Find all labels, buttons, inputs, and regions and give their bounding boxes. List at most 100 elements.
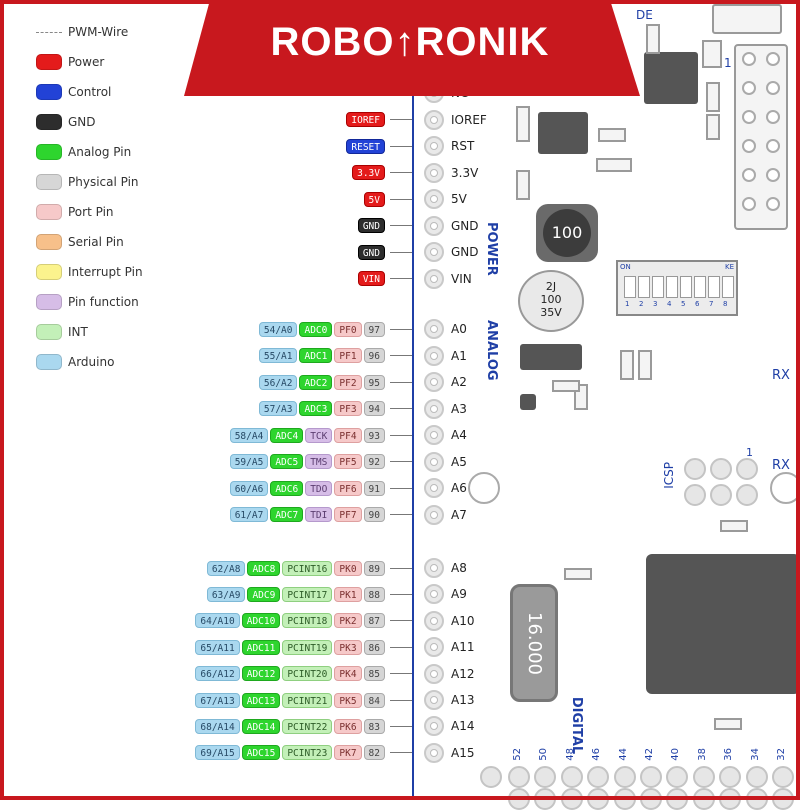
digital-pin[interactable] — [613, 788, 636, 810]
pin-tag-arduino: 56/A2 — [258, 374, 298, 390]
digital-pin[interactable] — [613, 766, 636, 788]
digital-pin[interactable] — [640, 766, 662, 788]
dip-toggle[interactable] — [722, 276, 734, 298]
header-pin[interactable] — [424, 345, 444, 366]
header-pin-label: A3 — [451, 401, 467, 416]
header-pin[interactable] — [424, 584, 444, 605]
icsp-pin[interactable] — [736, 458, 758, 480]
header-pin[interactable] — [424, 319, 444, 339]
leader-line — [390, 514, 412, 515]
icsp-pin[interactable] — [684, 484, 706, 506]
leader-line — [390, 752, 412, 754]
dip-toggle[interactable] — [652, 276, 664, 298]
pin-tag-analog: ADC7 — [270, 507, 304, 522]
header-pin[interactable] — [424, 478, 444, 498]
icsp-pin[interactable] — [710, 458, 732, 480]
digital-pin[interactable] — [772, 766, 794, 788]
digital-pin[interactable] — [745, 766, 768, 788]
pin-tag-arduino: 69/A15 — [195, 745, 240, 761]
header-pin[interactable] — [424, 504, 444, 525]
header-pin[interactable] — [424, 451, 444, 472]
header-pin[interactable] — [424, 189, 444, 209]
header-hole — [766, 52, 780, 66]
pin-tag-arduino: 58/A4 — [229, 427, 269, 443]
digital-pin[interactable] — [508, 766, 530, 788]
pin-tag-phys: 85 — [363, 666, 385, 682]
smd-component — [596, 158, 632, 172]
header-pin[interactable] — [424, 109, 444, 130]
digital-pin[interactable] — [666, 788, 689, 810]
digital-pin[interactable] — [560, 788, 583, 810]
header-pin[interactable] — [424, 690, 444, 710]
pin-tag-analog: ADC13 — [241, 692, 281, 708]
header-pin[interactable] — [424, 398, 444, 419]
dip-toggle[interactable] — [638, 276, 650, 298]
header-pin[interactable] — [424, 162, 444, 183]
header-pin[interactable] — [424, 742, 444, 763]
digital-pin[interactable] — [587, 766, 610, 788]
digital-pin[interactable] — [480, 766, 502, 788]
digital-pin[interactable] — [745, 788, 768, 810]
icsp-pin[interactable] — [684, 458, 706, 480]
digital-pin[interactable] — [534, 788, 557, 810]
header-pin[interactable] — [424, 716, 444, 737]
legend-label: Control — [68, 85, 112, 99]
legend-swatch — [36, 144, 62, 160]
dip-toggle[interactable] — [708, 276, 720, 298]
digital-pin[interactable] — [666, 766, 689, 788]
digital-pin[interactable] — [560, 766, 583, 788]
header-pin[interactable] — [424, 268, 444, 289]
digital-pin[interactable] — [772, 788, 794, 810]
smd-component — [702, 40, 722, 68]
pin-tag-int: PCINT20 — [282, 666, 333, 682]
icsp-pin[interactable] — [710, 484, 732, 506]
header-pin[interactable] — [424, 136, 444, 156]
digital-pin[interactable] — [508, 788, 530, 810]
legend-swatch — [36, 324, 62, 340]
dip-toggle[interactable] — [680, 276, 692, 298]
header-pin[interactable] — [424, 425, 444, 445]
legend-item: INT — [36, 323, 88, 341]
brand-arrow-icon: ↑ — [394, 20, 416, 64]
digital-pin[interactable] — [534, 766, 557, 788]
digital-pin[interactable] — [692, 766, 715, 788]
brand-name-left: ROBO — [270, 20, 395, 64]
digital-pin[interactable] — [692, 788, 715, 810]
header-pin[interactable] — [424, 215, 444, 236]
digital-pin[interactable] — [640, 788, 662, 810]
header-hole — [766, 81, 780, 95]
dip-number: 3 — [653, 300, 658, 308]
pin-tag-arduino: 60/A6 — [229, 480, 269, 496]
header-pin[interactable] — [424, 610, 444, 631]
icsp-pin[interactable] — [736, 484, 758, 506]
header-pin[interactable] — [424, 637, 444, 658]
dip-toggle[interactable] — [694, 276, 706, 298]
icsp-label: ICSP — [662, 462, 676, 489]
dip-toggle[interactable] — [624, 276, 636, 298]
legend-label: Arduino — [68, 355, 115, 369]
header-pin[interactable] — [424, 558, 444, 578]
pin-tag-analog: ADC0 — [299, 321, 333, 337]
capacitor-label: 2J — [545, 280, 557, 293]
digital-pin[interactable] — [719, 766, 742, 788]
dip-toggle[interactable] — [666, 276, 678, 298]
dip-number: 5 — [681, 300, 686, 308]
power-pin-row: VIN — [357, 271, 412, 287]
dip-number: 6 — [695, 300, 700, 308]
digital-pin[interactable] — [587, 788, 610, 810]
leader-line — [390, 278, 412, 279]
header-pin[interactable] — [424, 663, 444, 684]
header-pin[interactable] — [424, 372, 444, 392]
pin-tag-analog: ADC8 — [247, 560, 281, 576]
header-pin[interactable] — [424, 242, 444, 262]
digital-pin[interactable] — [719, 788, 742, 810]
header-pin-label: A0 — [451, 322, 467, 336]
power-pin-row: 3.3V — [352, 165, 412, 181]
leader-line — [390, 487, 412, 489]
pin-tag-port: PF2 — [334, 374, 362, 390]
header-hole — [742, 81, 756, 95]
